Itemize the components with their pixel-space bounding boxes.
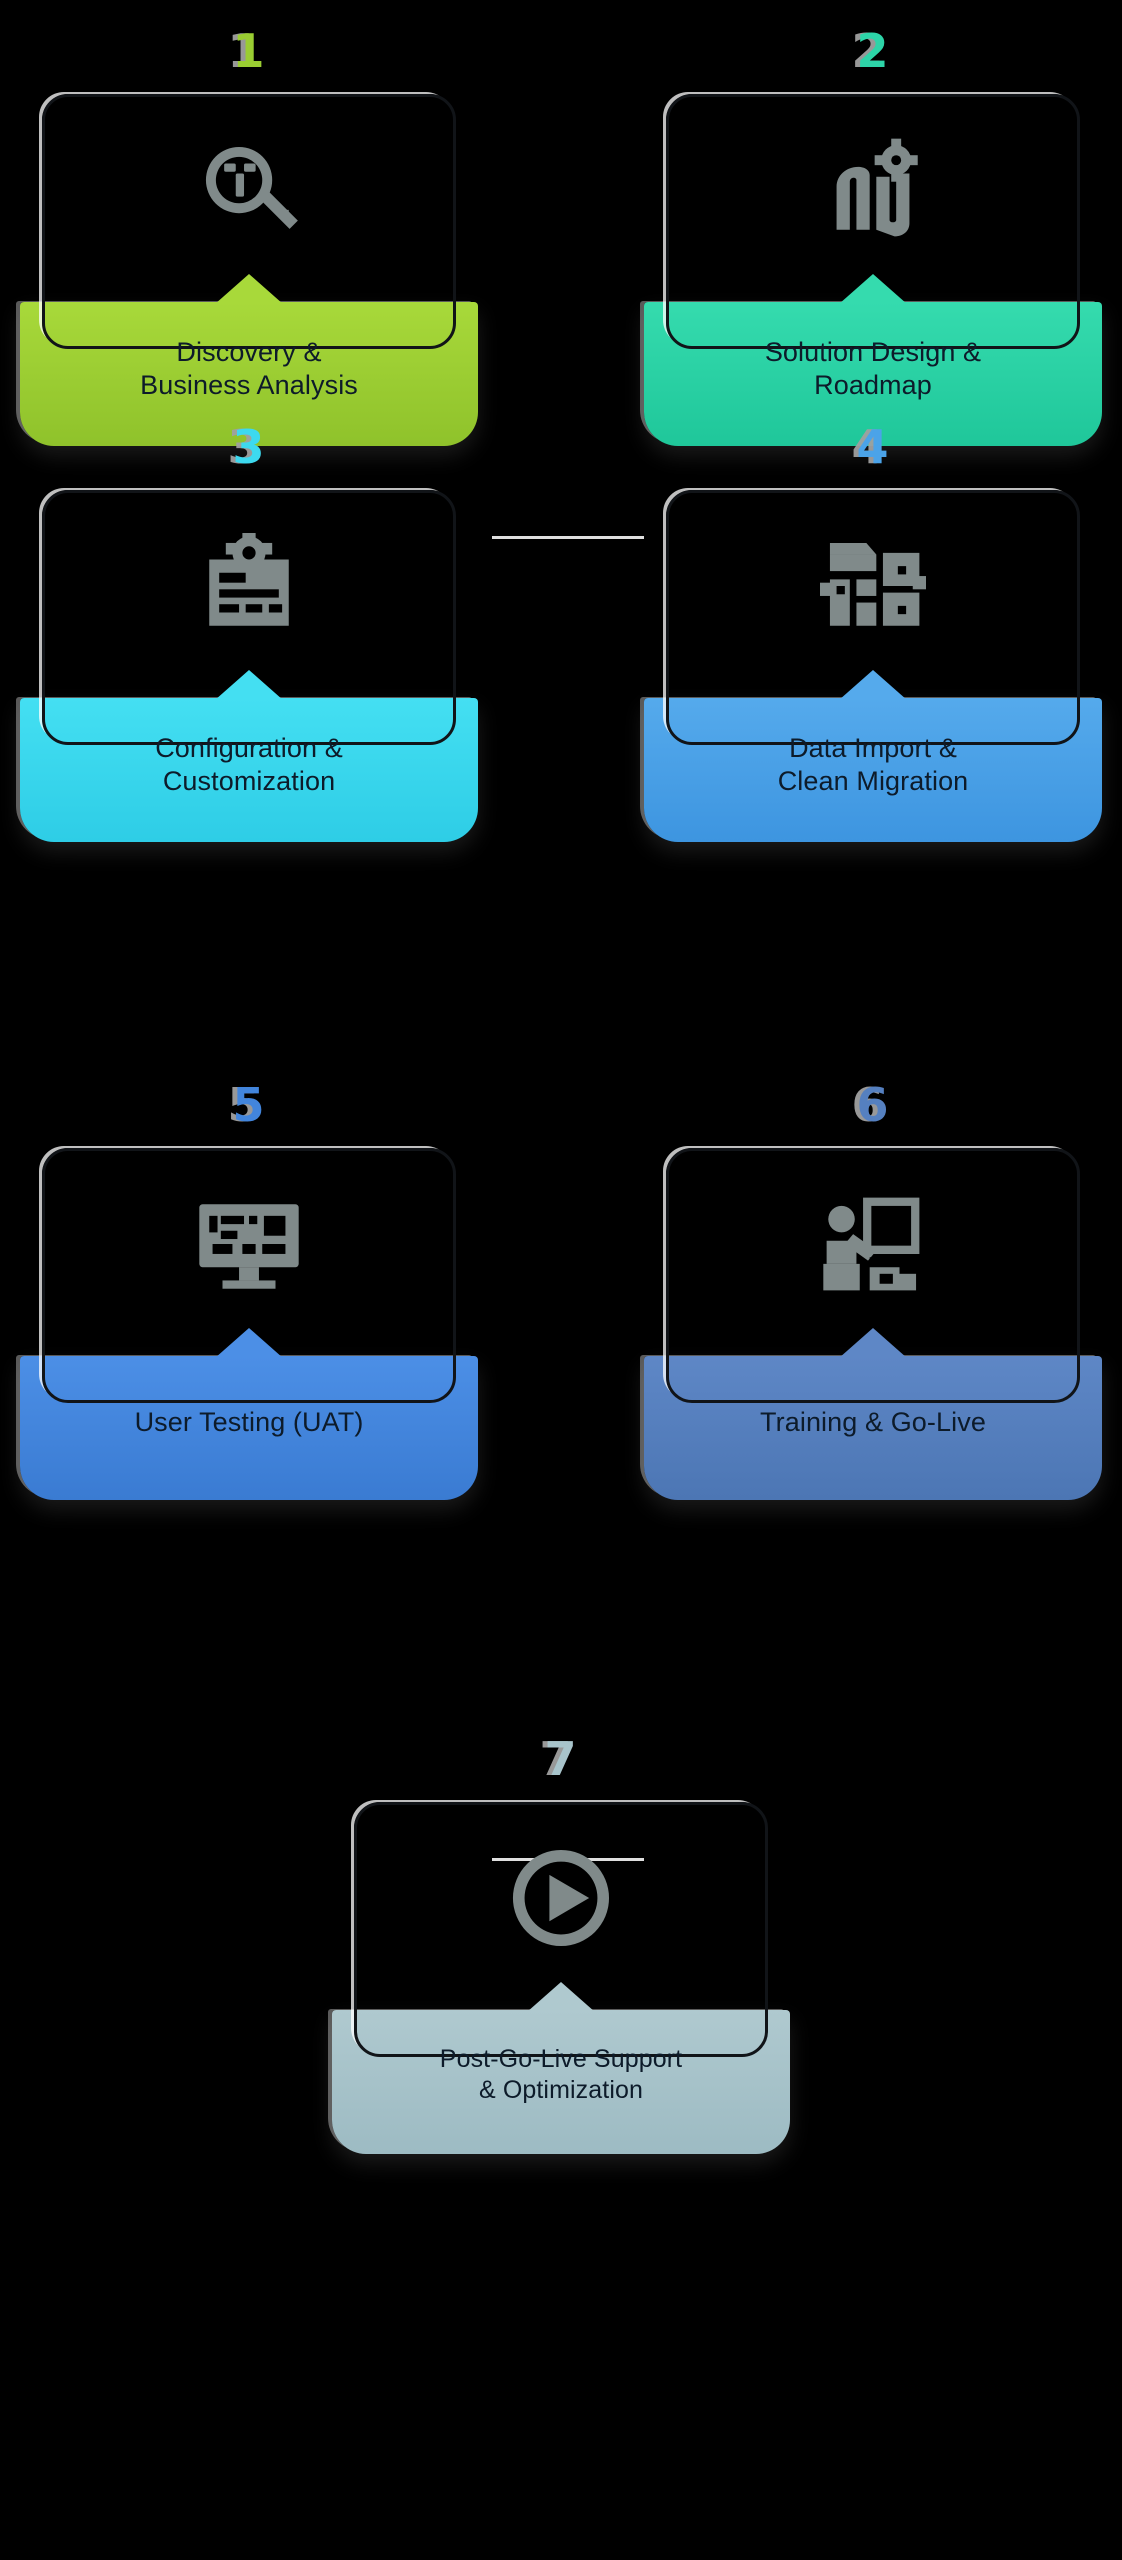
step-frame-4 bbox=[666, 490, 1080, 745]
step-label-line2-2: Roadmap bbox=[814, 369, 932, 400]
step-notch-6 bbox=[839, 1328, 907, 1358]
step-fill-2 bbox=[644, 302, 1102, 446]
step-fill-5 bbox=[20, 1356, 478, 1500]
step-number-4: 4 bbox=[856, 420, 890, 474]
step-number-3: 3 bbox=[232, 420, 266, 474]
step-label-3: Configuration & Customization bbox=[20, 732, 478, 798]
step-label-1: Discovery & Business Analysis bbox=[20, 336, 478, 402]
step-notch-3 bbox=[215, 670, 283, 700]
step-fill-1 bbox=[20, 302, 478, 446]
step-fill-6 bbox=[644, 1356, 1102, 1500]
step-label-4: Data Import & Clean Migration bbox=[644, 732, 1102, 798]
step-notch-4 bbox=[839, 670, 907, 700]
step-label-line2-3: Customization bbox=[162, 765, 336, 796]
step-number-2: 2 bbox=[856, 24, 890, 78]
step-notch-2 bbox=[839, 274, 907, 304]
step-label-line1-3: Configuration & bbox=[155, 733, 343, 763]
step-label-7: Post-Go-Live Support & Optimization bbox=[332, 2044, 790, 2105]
step-number-7: 7 bbox=[544, 1732, 578, 1786]
step-notch-1 bbox=[215, 274, 283, 304]
step-frame-7 bbox=[354, 1802, 768, 2057]
step-frame-6 bbox=[666, 1148, 1080, 1403]
step-label-line1-1: Discovery & bbox=[176, 337, 322, 367]
step-card-4[interactable]: 4 bbox=[638, 420, 1108, 950]
step-label-6: Training & Go-Live bbox=[644, 1406, 1102, 1439]
step-label-line1-5: User Testing (UAT) bbox=[134, 1407, 364, 1437]
step-notch-5 bbox=[215, 1328, 283, 1358]
step-fill-7 bbox=[332, 2010, 790, 2154]
step-frame-1 bbox=[42, 94, 456, 349]
step-number-6: 6 bbox=[856, 1078, 890, 1132]
step-number-5: 5 bbox=[232, 1078, 266, 1132]
step-label-line2-4: Clean Migration bbox=[777, 765, 969, 796]
step-card-6[interactable]: 6 Training & Go-Live bbox=[638, 1078, 1108, 1608]
step-label-line2-1: Business Analysis bbox=[140, 369, 358, 400]
step-card-7[interactable]: 7 Post-Go-Live Support & Optimization bbox=[326, 1732, 796, 2262]
step-notch-7 bbox=[527, 1982, 595, 2012]
step-label-2: Solution Design & Roadmap bbox=[644, 336, 1102, 402]
step-frame-5 bbox=[42, 1148, 456, 1403]
step-number-1: 1 bbox=[232, 24, 266, 78]
step-label-line1-7: Post-Go-Live Support bbox=[439, 2045, 683, 2073]
step-frame-2 bbox=[666, 94, 1080, 349]
step-label-line1-2: Solution Design & bbox=[764, 337, 982, 367]
step-fill-3 bbox=[20, 698, 478, 842]
step-label-line1-6: Training & Go-Live bbox=[760, 1407, 986, 1437]
step-label-line1-4: Data Import & bbox=[789, 733, 957, 763]
step-fill-4 bbox=[644, 698, 1102, 842]
step-card-3[interactable]: 3 Configura bbox=[14, 420, 484, 950]
step-card-5[interactable]: 5 User Test bbox=[14, 1078, 484, 1608]
step-label-line2-7: & Optimization bbox=[479, 2075, 643, 2104]
step-label-5: User Testing (UAT) bbox=[20, 1406, 478, 1439]
step-frame-3 bbox=[42, 490, 456, 745]
connector-step1-step2 bbox=[492, 536, 644, 539]
